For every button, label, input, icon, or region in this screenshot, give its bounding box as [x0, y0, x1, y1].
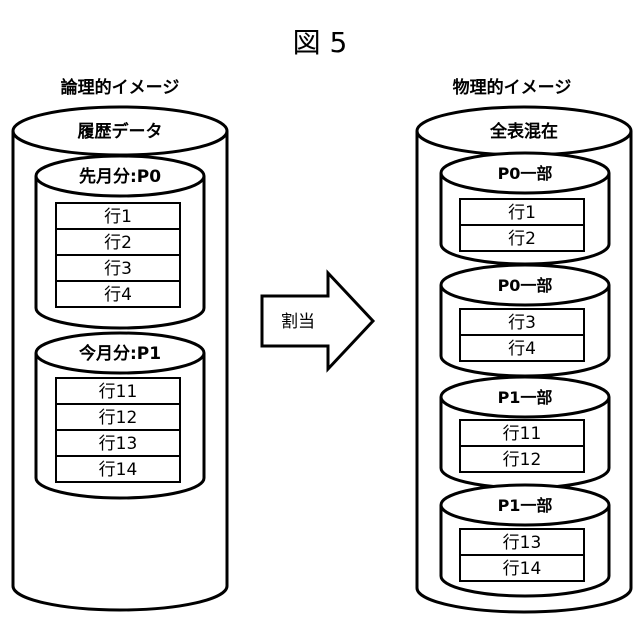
row-label: 行12: [503, 450, 542, 470]
allocation-arrow: 割当: [262, 273, 373, 369]
right-database-label: 全表混在: [489, 121, 558, 142]
arrow-label: 割当: [281, 312, 315, 332]
row-label: 行2: [508, 229, 536, 249]
right-partition-label: P1一部: [498, 388, 553, 407]
left-partition-p0: 先月分:P0 行1 行2 行3 行4: [36, 156, 204, 328]
right-partition-label: P0一部: [498, 164, 553, 183]
left-panel-title: 論理的イメージ: [61, 77, 180, 98]
left-database-label: 履歴データ: [78, 121, 163, 142]
right-partition-label: P0一部: [498, 276, 553, 295]
right-partition-label: P1一部: [498, 496, 553, 515]
right-panel-title: 物理的イメージ: [453, 77, 572, 98]
row-label: 行4: [104, 285, 132, 305]
row-label: 行1: [508, 203, 536, 223]
row-label: 行4: [508, 339, 536, 359]
row-label: 行14: [503, 559, 542, 579]
row-label: 行1: [104, 207, 132, 227]
left-partition-p1: 今月分:P1 行11 行12 行13 行14: [36, 333, 204, 498]
left-partition-label: 今月分:P1: [79, 343, 161, 364]
row-group: 行11 行12 行13 行14: [56, 378, 180, 482]
row-label: 行11: [99, 382, 138, 402]
right-arrow-icon: [262, 273, 373, 369]
figure-title: 図 5: [293, 26, 348, 59]
row-label: 行13: [503, 533, 542, 553]
right-partition-p1-part1: P1一部 行11 行12: [441, 377, 609, 488]
row-label: 行13: [99, 434, 138, 454]
row-label: 行3: [508, 313, 536, 333]
right-partition-p1-part2: P1一部 行13 行14: [441, 485, 609, 596]
row-label: 行2: [104, 233, 132, 253]
row-label: 行12: [99, 408, 138, 428]
row-label: 行14: [99, 460, 138, 480]
row-group: 行1 行2 行3 行4: [56, 203, 180, 307]
row-label: 行3: [104, 259, 132, 279]
row-label: 行11: [503, 424, 542, 444]
right-partition-p0-part2: P0一部 行3 行4: [441, 265, 609, 376]
right-partition-p0-part1: P0一部 行1 行2: [441, 153, 609, 264]
left-partition-label: 先月分:P0: [79, 166, 161, 187]
